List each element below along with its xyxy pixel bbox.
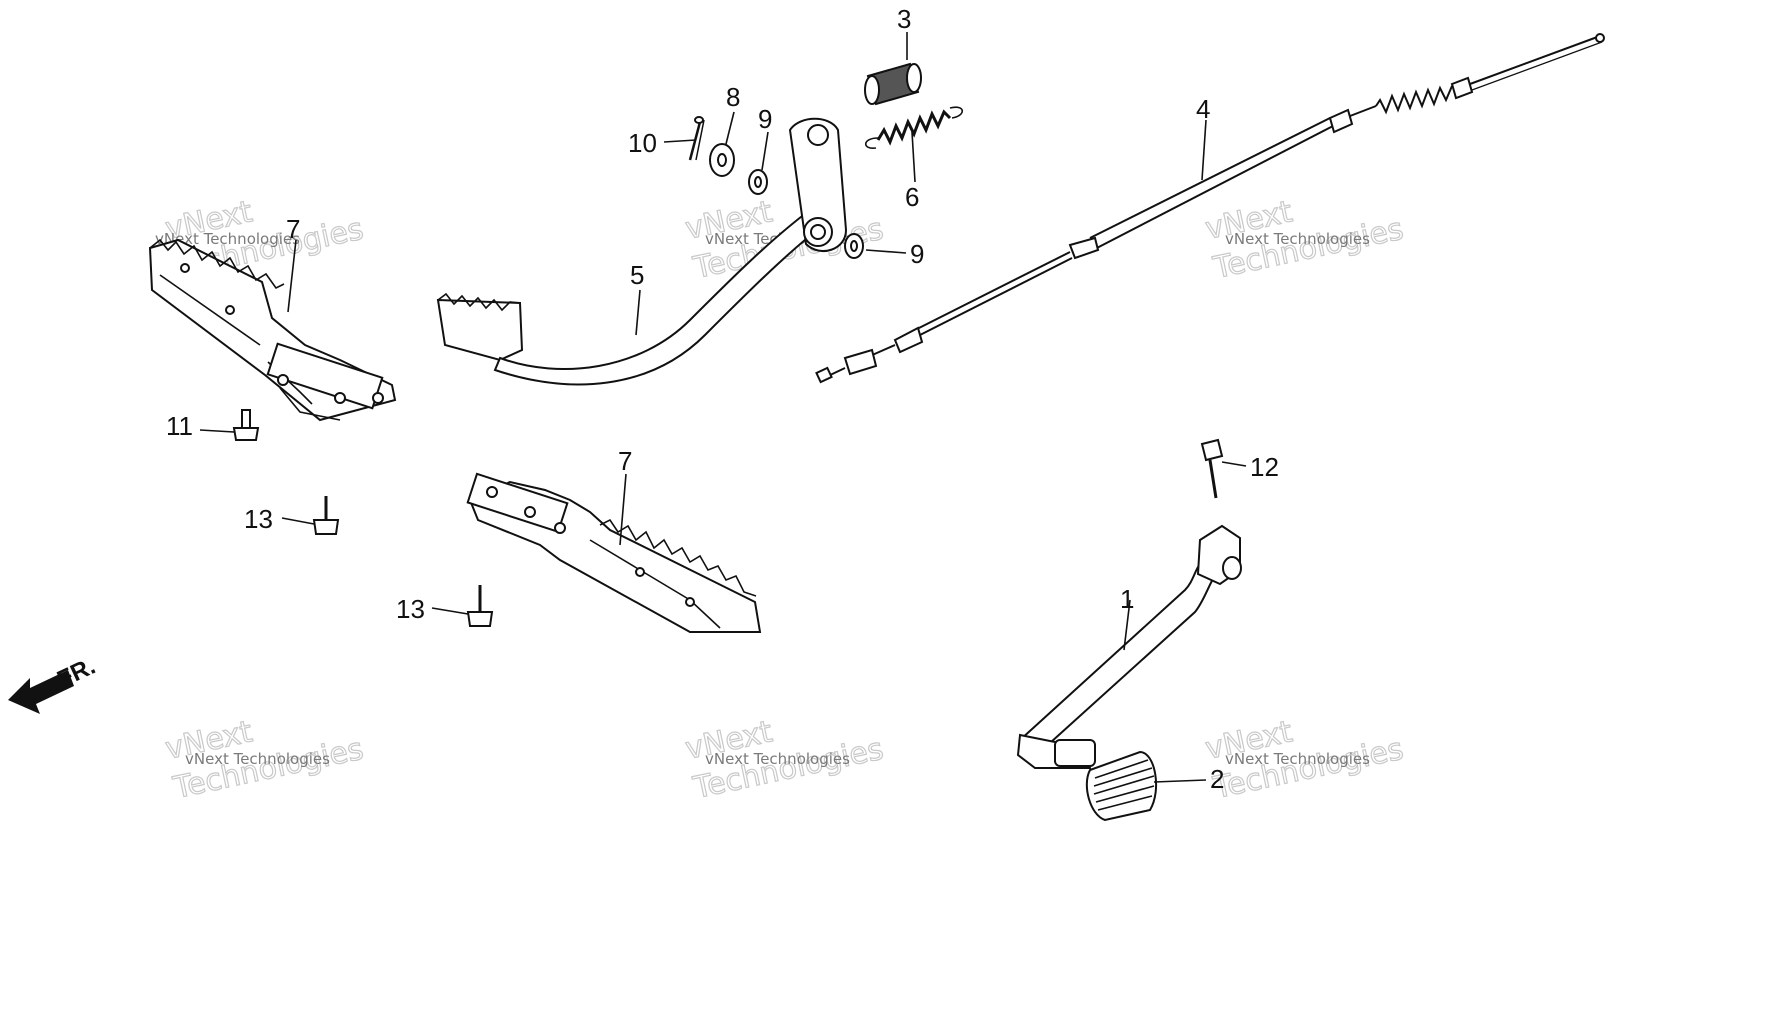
bolt-12	[1200, 438, 1224, 499]
callout-11: 11	[166, 411, 193, 441]
callout-6: 6	[905, 182, 919, 212]
callout-2: 2	[1210, 764, 1224, 794]
callout-5: 5	[630, 260, 644, 290]
leader-lines	[199, 32, 1247, 783]
right-footpeg	[466, 472, 762, 633]
callout-13-upper: 13	[244, 504, 273, 534]
callout-3: 3	[897, 4, 911, 34]
bolt-13-lower	[466, 585, 494, 627]
lever-rubber-grip	[1085, 750, 1158, 822]
washer-8	[709, 143, 735, 177]
callout-8: 8	[726, 82, 740, 112]
cotter-pin	[688, 116, 705, 161]
callout-12: 12	[1250, 452, 1279, 482]
callout-9-top: 9	[758, 104, 772, 134]
watermark-text: vNext Technologies	[185, 750, 330, 768]
brake-pedal	[436, 117, 848, 386]
washer-9-right	[844, 233, 864, 259]
watermark-text: vNext Technologies	[155, 230, 300, 248]
return-spring	[864, 106, 964, 149]
watermark-text: vNext Technologies	[705, 750, 850, 768]
callout-13-lower: 13	[396, 594, 425, 624]
front-arrow-icon	[8, 670, 74, 714]
callout-9-right: 9	[910, 239, 924, 269]
brake-cable	[815, 33, 1605, 384]
callout-4: 4	[1196, 94, 1210, 124]
callout-1: 1	[1120, 584, 1134, 614]
bolt-11	[232, 409, 260, 441]
callout-10: 10	[628, 128, 657, 158]
washer-9-top	[748, 169, 768, 195]
left-footpeg	[148, 238, 397, 422]
bushing	[864, 62, 922, 106]
watermark-text: vNext Technologies	[1225, 230, 1370, 248]
shift-lever	[1016, 524, 1242, 769]
bolt-13-upper	[312, 496, 340, 535]
callout-7-left: 7	[286, 214, 300, 244]
watermark-text: vNext Technologies	[1225, 750, 1370, 768]
callout-7-center: 7	[618, 446, 632, 476]
